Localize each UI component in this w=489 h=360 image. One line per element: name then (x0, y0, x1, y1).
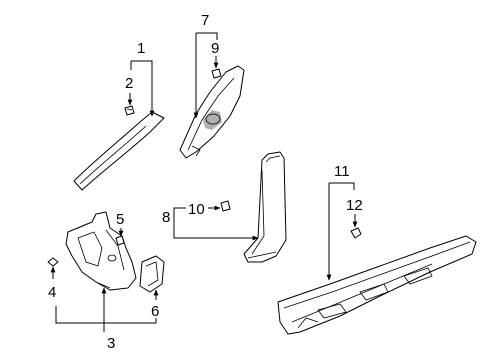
kick-panel-clip-5 (115, 235, 125, 246)
access-cover (139, 255, 165, 293)
pillar-clip-10 (220, 200, 231, 212)
callout-8: 8 (162, 209, 170, 226)
pillar-clip-9 (211, 68, 222, 79)
lower-b-pillar-trim (243, 151, 287, 263)
callout-1: 1 (137, 40, 145, 57)
a-pillar-trim (73, 111, 165, 191)
callout-4: 4 (48, 284, 56, 301)
callout-7: 7 (201, 12, 209, 29)
pillar-clip-2 (124, 105, 135, 116)
callout-11: 11 (334, 163, 350, 180)
callout-5: 5 (116, 211, 124, 228)
leader-lines (50, 32, 358, 332)
door-sill-plate (277, 235, 477, 335)
callout-9: 9 (211, 40, 219, 57)
callout-2: 2 (125, 75, 133, 92)
kick-panel-trim (65, 211, 137, 291)
callout-3: 3 (107, 335, 115, 352)
callout-12: 12 (346, 197, 363, 214)
sill-clip-12 (350, 227, 362, 239)
kick-panel-clip-4 (47, 257, 59, 267)
upper-b-pillar-trim (179, 65, 245, 159)
callout-6: 6 (151, 303, 159, 320)
callout-10: 10 (188, 201, 205, 218)
